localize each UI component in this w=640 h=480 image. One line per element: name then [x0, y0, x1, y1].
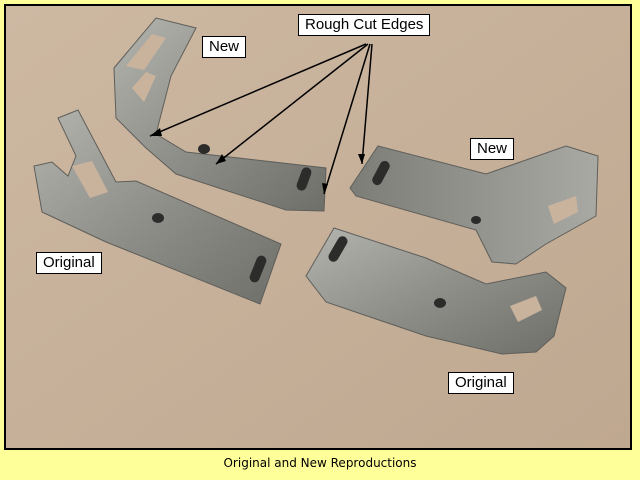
label-new-right: New — [470, 138, 515, 160]
arrowhead-4 — [358, 154, 365, 164]
arrowhead-1 — [150, 128, 162, 136]
arrow-3 — [323, 43, 371, 195]
bracket-photo — [6, 6, 630, 448]
bracket-new-top-left — [113, 17, 327, 212]
label-new-top-left: New — [202, 36, 247, 58]
bracket-new-right — [349, 145, 599, 265]
arrowhead-2 — [216, 154, 226, 164]
arrowhead-3 — [322, 183, 328, 194]
arrow-1 — [149, 43, 367, 137]
arrow-2 — [215, 43, 369, 165]
image-caption: Original and New Reproductions — [223, 456, 417, 470]
rough-cut-arrows — [149, 43, 373, 195]
label-original-left: Original — [36, 252, 102, 274]
label-rough-cut-edges: Rough Cut Edges — [298, 14, 431, 36]
photo-frame: Rough Cut Edges New New Original Origina… — [4, 4, 632, 450]
label-original-bottom: Original — [448, 372, 514, 394]
bracket-original-left — [33, 109, 282, 305]
bracket-original-bottom — [305, 227, 567, 355]
arrow-4 — [361, 43, 373, 165]
